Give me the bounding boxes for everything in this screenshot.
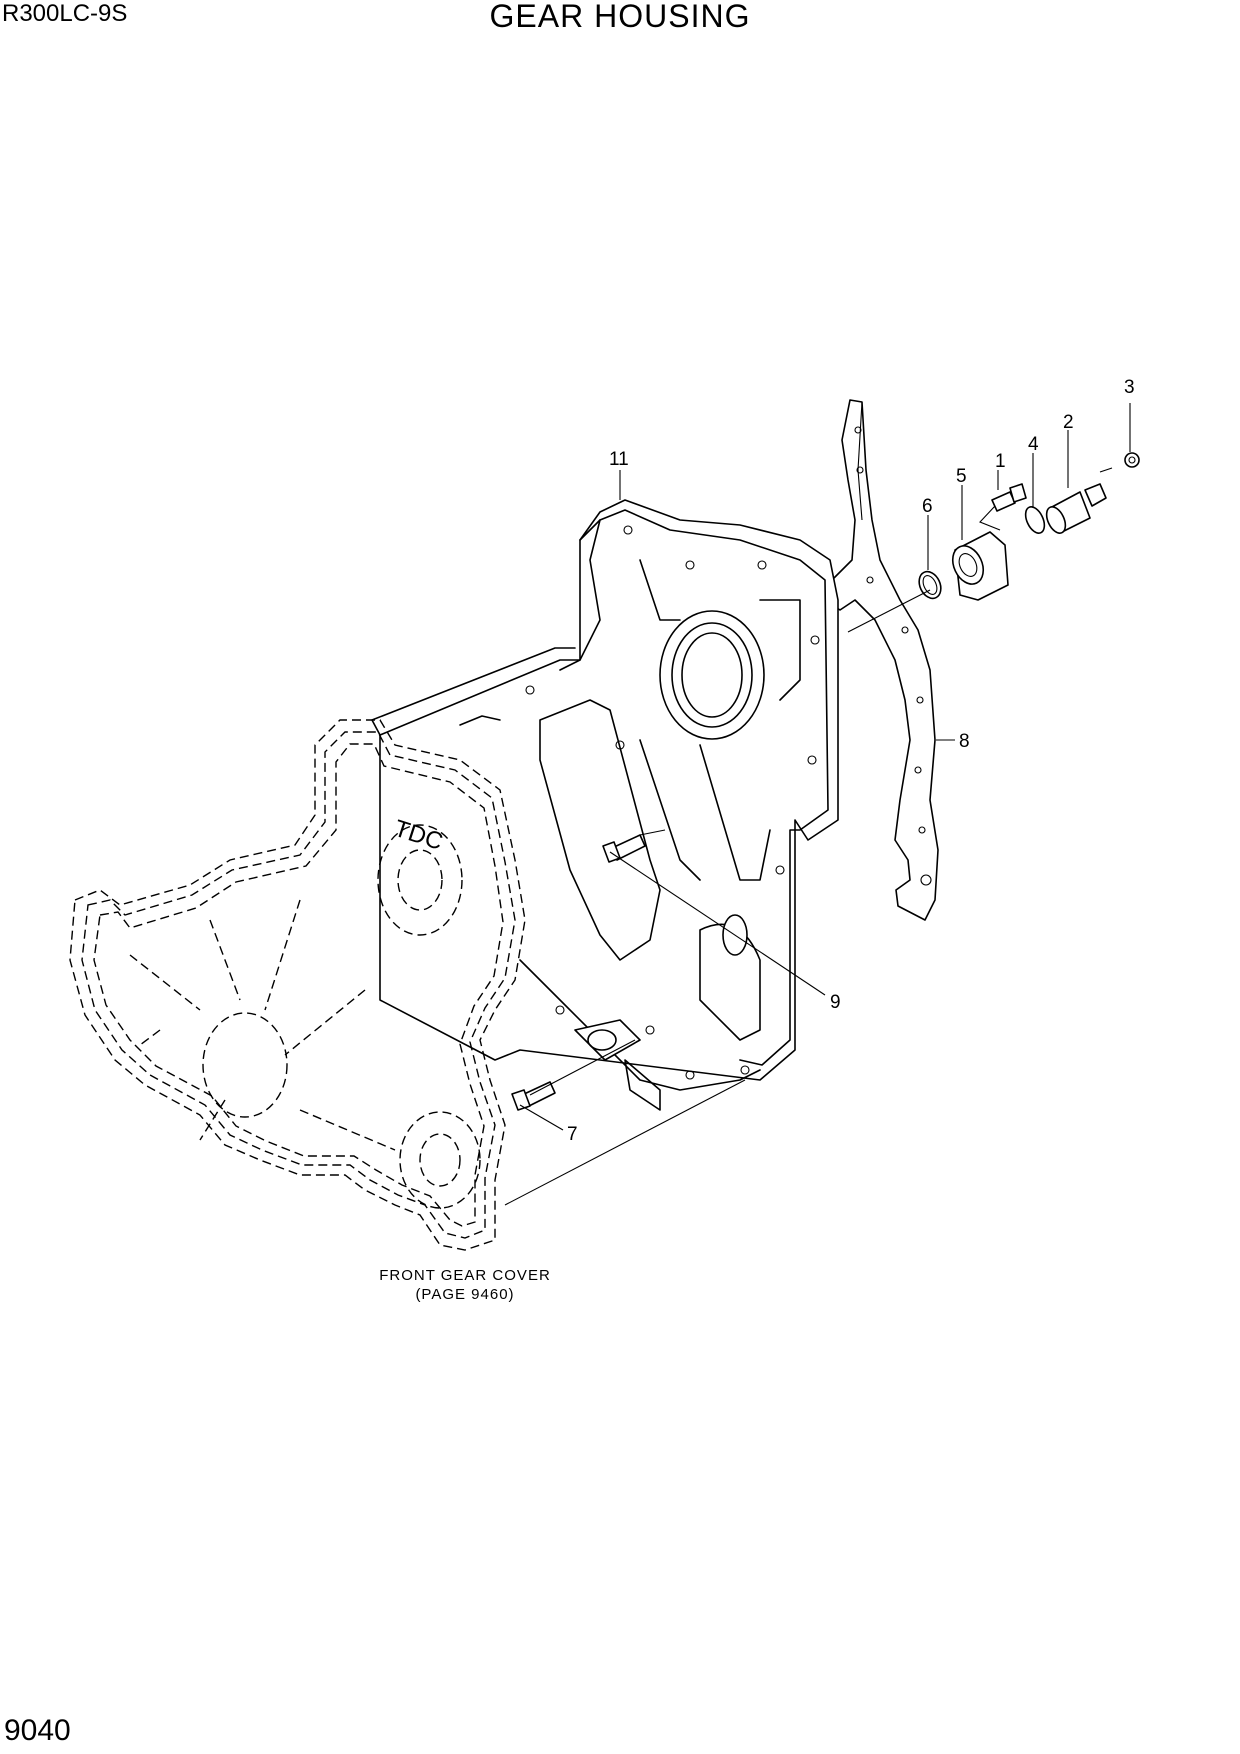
housing-part-5 bbox=[951, 531, 1009, 601]
reference-note-line1: FRONT GEAR COVER bbox=[379, 1267, 551, 1284]
callout-9: 9 bbox=[830, 992, 841, 1013]
clip-part-3 bbox=[1124, 452, 1140, 468]
model-code: R300LC-9S bbox=[2, 0, 128, 27]
front-gear-cover-reference: TDC bbox=[69, 719, 526, 1251]
callout-8: 8 bbox=[959, 731, 970, 752]
callout-2: 2 bbox=[1063, 412, 1074, 433]
callout-labels: 1 2 3 4 5 6 7 8 9 11 bbox=[567, 377, 1135, 1145]
sensor-part-2 bbox=[1045, 483, 1107, 534]
callout-4: 4 bbox=[1028, 434, 1039, 455]
callout-11: 11 bbox=[609, 449, 629, 470]
page-number: 9040 bbox=[4, 1714, 71, 1747]
callout-7: 7 bbox=[567, 1124, 578, 1145]
callout-3: 3 bbox=[1124, 377, 1135, 398]
callout-6: 6 bbox=[922, 496, 933, 517]
callout-5: 5 bbox=[956, 466, 967, 487]
bolt-part-7 bbox=[511, 1081, 556, 1111]
seal-ring-part-6 bbox=[918, 570, 942, 600]
gear-housing-part-11 bbox=[371, 499, 839, 1111]
o-ring-part-4 bbox=[1024, 506, 1046, 534]
reference-note-line2: (PAGE 9460) bbox=[415, 1286, 514, 1303]
leader-lines bbox=[504, 403, 1131, 1206]
callout-1: 1 bbox=[995, 451, 1006, 472]
page-title: GEAR HOUSING bbox=[489, 0, 751, 34]
bolt-part-1 bbox=[979, 483, 1027, 531]
gasket-part-8 bbox=[824, 399, 939, 921]
